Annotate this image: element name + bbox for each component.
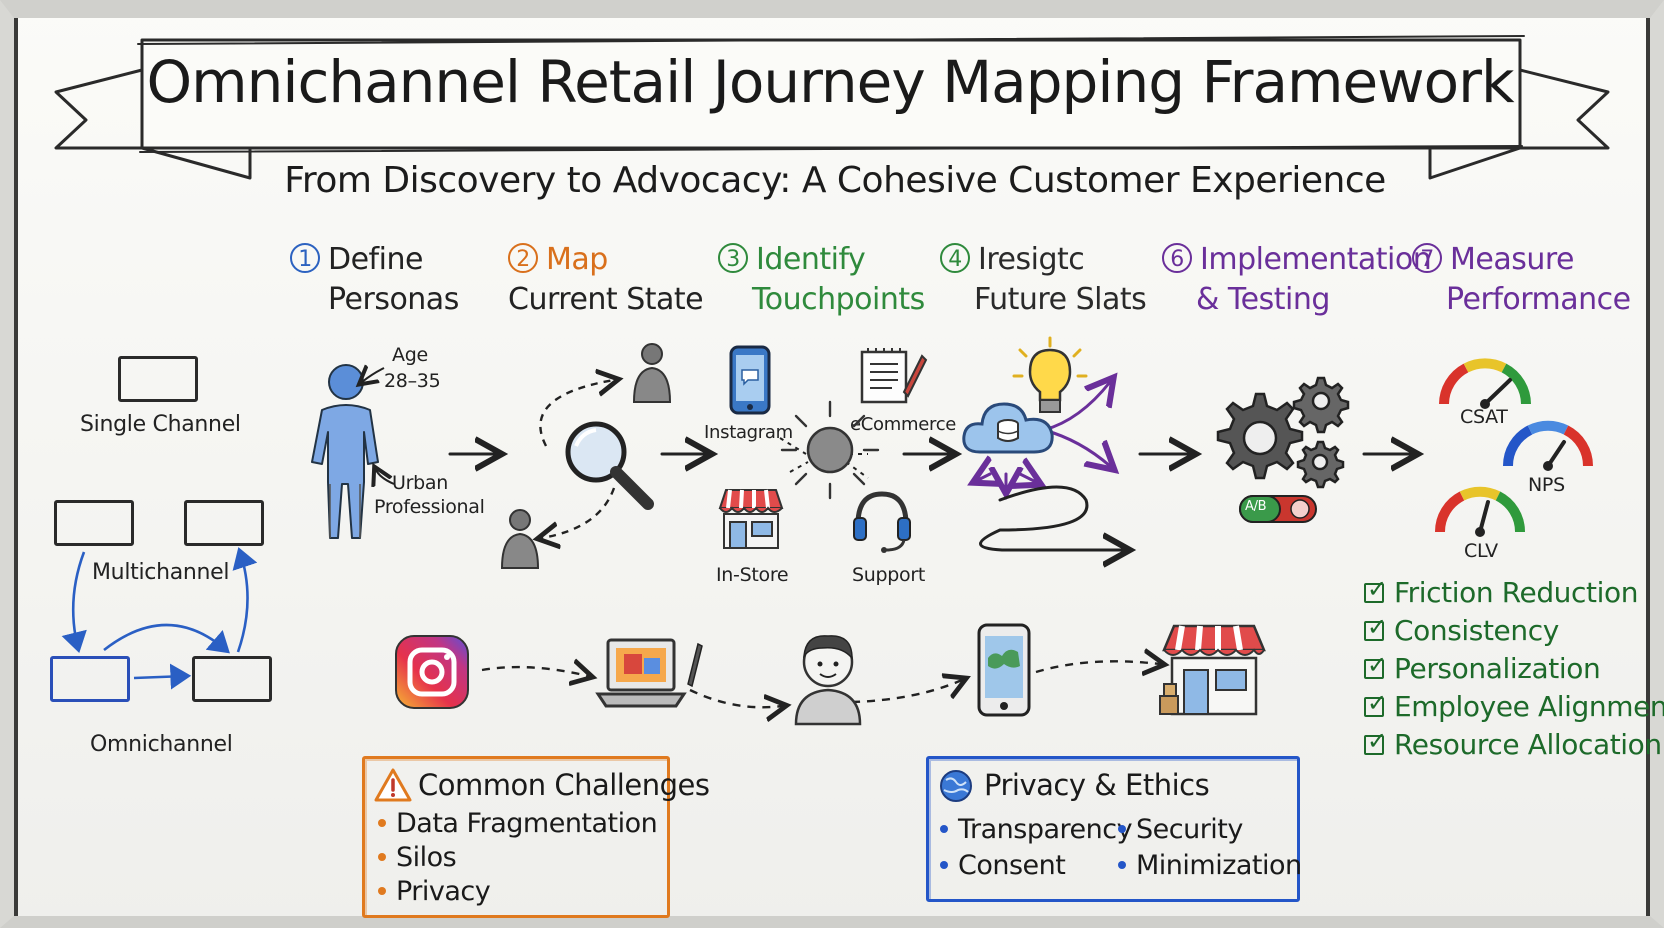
multichannel-box-b (184, 500, 264, 546)
ab-toggle-icon (1239, 495, 1317, 523)
person-icon (632, 343, 672, 403)
checkbox-icon (1364, 727, 1387, 755)
persona-segment-line2: Professional (374, 496, 485, 518)
checklist-item: Resource Allocation (1364, 727, 1662, 761)
privacy-item: Security (1118, 814, 1243, 845)
checklist-item: Friction Reduction (1364, 575, 1638, 609)
laptop-icon (595, 638, 703, 708)
globe-icon (940, 770, 972, 802)
gauge-icon (1439, 358, 1531, 409)
privacy-item: Transparency (940, 814, 1133, 845)
persona-age-value: 28–35 (384, 370, 441, 392)
gears-icon (1216, 376, 1350, 489)
ab-test-badge: A/B (1245, 499, 1267, 514)
checklist-item: Personalization (1364, 651, 1601, 685)
privacy-title: Privacy & Ethics (984, 768, 1210, 802)
headset-icon (853, 491, 911, 553)
omnichannel-box-a (50, 656, 130, 702)
gauge-icon (1502, 420, 1594, 471)
persona-age-label: Age (392, 344, 428, 366)
hub-icon (780, 400, 880, 500)
multichannel-label: Multichannel (92, 560, 230, 585)
metric-clv-label: CLV (1464, 540, 1498, 562)
challenge-item: Silos (378, 842, 457, 873)
omnichannel-box-b (192, 656, 272, 702)
warning-icon (374, 768, 412, 802)
gauge-icon (1434, 486, 1526, 537)
privacy-ethics-panel (926, 756, 1300, 902)
challenge-item: Privacy (378, 876, 491, 907)
multichannel-box-a (54, 500, 134, 546)
persona-segment-line1: Urban (392, 472, 448, 494)
page-subtitle: From Discovery to Advocacy: A Cohesive C… (284, 160, 1386, 201)
cloud-database-icon (962, 402, 1054, 454)
store-icon (718, 489, 784, 549)
touchpoint-ecommerce-label: eCommerce (850, 414, 957, 435)
person-icon (500, 509, 540, 569)
smartphone-icon (977, 623, 1031, 717)
checklist-item: Employee Alignment (1364, 689, 1664, 723)
touchpoint-instagram-label: Instagram (704, 422, 793, 443)
lightbulb-icon (1012, 336, 1088, 413)
metric-csat-label: CSAT (1460, 406, 1508, 428)
challenges-title: Common Challenges (418, 768, 710, 802)
page-title: Omnichannel Retail Journey Mapping Frame… (146, 48, 1514, 116)
common-challenges-panel (362, 756, 670, 918)
single-channel-label: Single Channel (80, 412, 241, 437)
touchpoint-instore-label: In-Store (716, 564, 789, 586)
single-channel-box (118, 356, 198, 402)
checklist-item: Consistency (1364, 613, 1559, 647)
checkbox-icon (1364, 575, 1387, 603)
persona-callout-lines (0, 0, 395, 520)
privacy-item: Minimization (1118, 850, 1302, 881)
magnifier-icon (565, 421, 654, 510)
store-icon (1159, 624, 1266, 716)
checkbox-icon (1364, 613, 1387, 641)
metric-nps-label: NPS (1528, 474, 1565, 496)
smartphone-icon (729, 345, 771, 415)
notebook-icon (860, 348, 928, 404)
title-banner (54, 35, 1610, 180)
checkbox-icon (1364, 651, 1387, 679)
step-number: 1 (290, 243, 320, 273)
omnichannel-label: Omnichannel (90, 732, 233, 757)
person-icon (794, 635, 862, 726)
checkbox-icon (1364, 689, 1387, 717)
touchpoint-support-label: Support (852, 564, 926, 586)
instagram-icon (395, 635, 469, 709)
challenge-item: Data Fragmentation (378, 808, 658, 839)
channel-connector-arrows (61, 547, 258, 690)
privacy-item: Consent (940, 850, 1066, 881)
